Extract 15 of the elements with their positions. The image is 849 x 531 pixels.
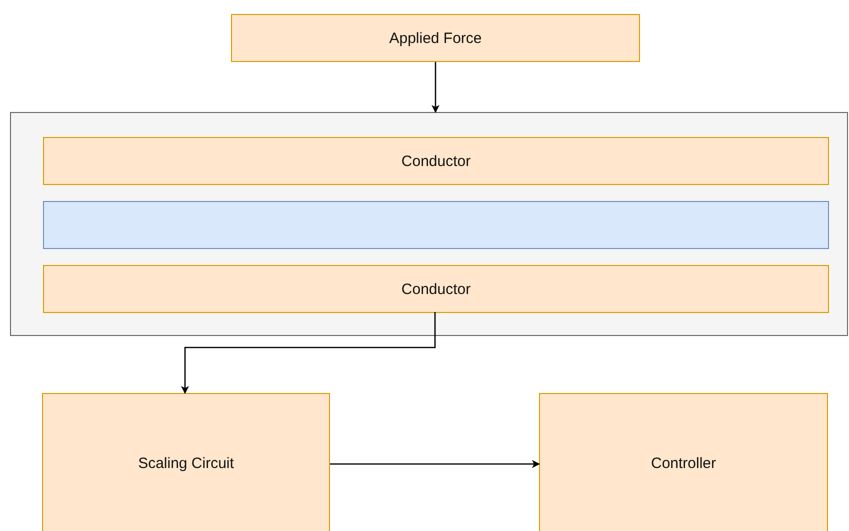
process-box: [43, 137, 829, 185]
box-label: Conductor: [401, 152, 471, 170]
process-box: [43, 265, 829, 313]
arrow: [432, 62, 440, 113]
box-label: Conductor: [401, 280, 471, 298]
process-box: [42, 393, 330, 531]
arrow: [181, 312, 436, 394]
box-label: Applied Force: [389, 30, 482, 46]
arrow: [330, 460, 540, 468]
process-box: [231, 14, 640, 62]
process-box: [539, 393, 828, 531]
box-label: Controller: [650, 454, 716, 472]
layer-box: [43, 201, 829, 249]
container-box: [10, 112, 848, 336]
box-label: Scaling Circuit: [138, 454, 234, 472]
